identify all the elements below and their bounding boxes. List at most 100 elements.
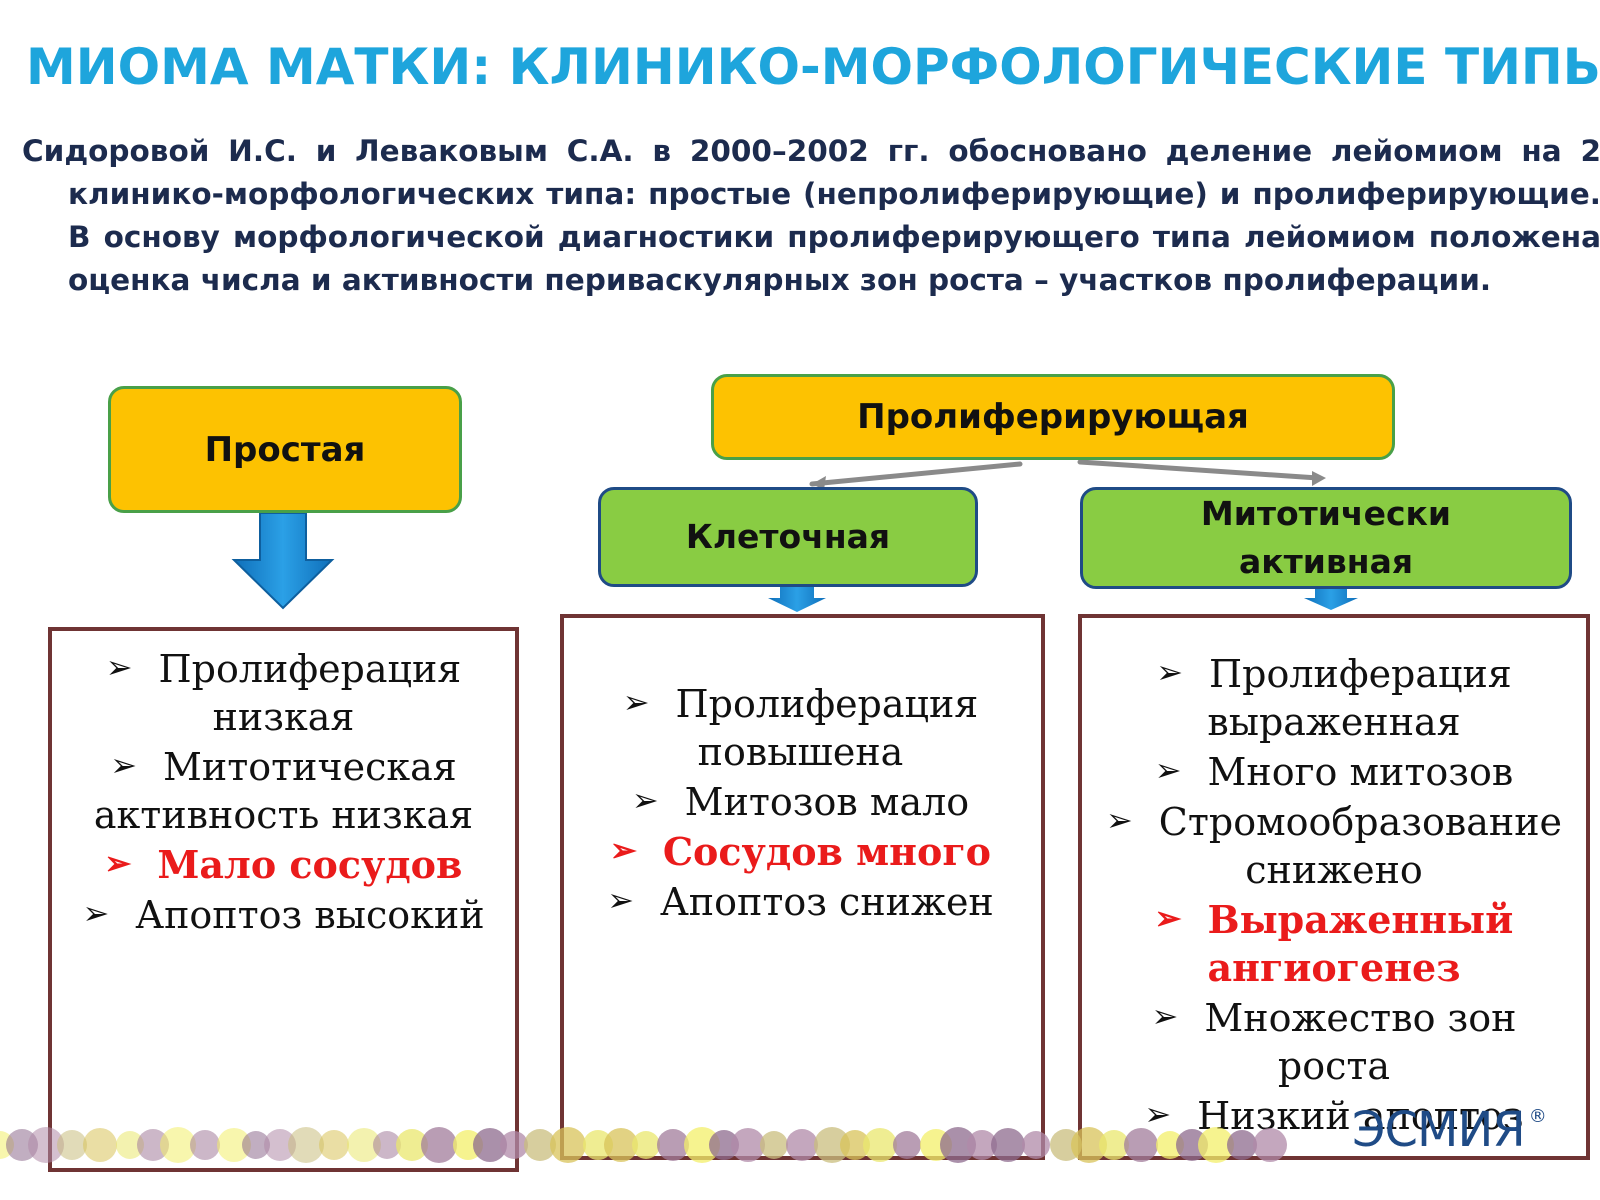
decorative-dot [814, 1127, 850, 1163]
decorative-dot [116, 1131, 144, 1159]
decorative-dot [1198, 1127, 1234, 1163]
bullet-arrow-icon: ➢ [1144, 1095, 1172, 1133]
decorative-dot [731, 1128, 765, 1162]
decorative-dot [709, 1130, 739, 1160]
list-item: ➢Сосудов много [602, 826, 999, 876]
list-box-simple: ➢Пролиферация низкая➢Митотическая активн… [48, 627, 519, 1172]
list-item-text: Апоптоз снижен [660, 880, 994, 924]
list-item-text: Пролиферация выраженная [1207, 652, 1512, 744]
decorative-dot [217, 1128, 251, 1162]
list-item-text: Митотическая активность низкая [93, 745, 474, 837]
list-item-text: Выраженный ангиогенез [1207, 897, 1514, 990]
list-box-mitotic: ➢Пролиферация выраженная➢Много митозов➢С… [1078, 614, 1590, 1160]
down-arrow-simple [231, 512, 335, 610]
bullet-arrow-icon: ➢ [1105, 801, 1133, 839]
list-item-text: Множество зон роста [1204, 996, 1517, 1088]
type-simple-box: Простая [108, 386, 462, 513]
bullet-arrow-icon: ➢ [631, 781, 659, 819]
bullet-arrow-icon: ➢ [1156, 653, 1184, 691]
list-item: ➢ Мало сосудов [74, 839, 493, 889]
list-item-text: Стромообразование снижено [1158, 800, 1563, 892]
intro-paragraph: Сидоровой И.С. и Леваковым С.А. в 2000–2… [22, 134, 1600, 297]
logo-registered-mark: ® [1528, 1106, 1547, 1127]
bullet-arrow-icon: ➢ [105, 648, 133, 686]
list-item: ➢ Апоптоз снижен [602, 876, 999, 926]
list-item-text: Пролиферация низкая [158, 647, 462, 739]
decorative-dot [473, 1128, 507, 1162]
decorative-dot [1071, 1127, 1107, 1163]
decorative-dot [657, 1129, 689, 1161]
list-item: ➢ Митозов мало [602, 776, 999, 826]
bullet-arrow-icon: ➢ [1154, 751, 1182, 789]
list-item: ➢Митотическая активность низкая [74, 741, 493, 839]
bullet-arrow-icon: ➢ [82, 894, 110, 932]
connector-arrowhead-mitotic [1312, 471, 1326, 486]
decorative-dot [28, 1127, 64, 1163]
list-item-text: Мало сосудов [157, 842, 463, 887]
decorative-dot [604, 1128, 638, 1162]
decorative-dot [583, 1130, 613, 1160]
decorative-dot [940, 1127, 976, 1163]
decorative-dot [863, 1128, 897, 1162]
decorative-dot [632, 1131, 660, 1159]
decorative-dot [57, 1130, 87, 1160]
decorative-dot [1099, 1130, 1129, 1160]
logo-text: ЭСМИЯ [1352, 1102, 1526, 1158]
list-item-text: Митозов мало [684, 780, 970, 824]
decorative-dot [893, 1131, 921, 1159]
decorative-dot [786, 1129, 818, 1161]
slide-title: МИОМА МАТКИ: КЛИНИКО-МОРФОЛОГИЧЕСКИЕ ТИП… [26, 38, 1600, 96]
list-box-cellular: ➢Пролиферация повышена➢Митозов мало➢Сосу… [560, 614, 1045, 1160]
list-item: ➢ Пролиферация низкая [74, 643, 493, 741]
decorative-dot [550, 1127, 586, 1163]
decorative-dot [137, 1129, 169, 1161]
decorative-dot [319, 1130, 349, 1160]
type-cellular-label: Клеточная [685, 517, 891, 556]
type-cellular-box: Клеточная [598, 487, 978, 587]
decorative-dot [347, 1128, 381, 1162]
list-item: ➢Много митозов [1090, 746, 1578, 796]
feature-list-mitotic: ➢Пролиферация выраженная➢Много митозов➢С… [1082, 618, 1586, 1140]
decorative-dots [0, 1127, 1287, 1163]
bullet-arrow-icon: ➢ [110, 746, 138, 784]
decorative-dot [967, 1130, 997, 1160]
type-mitotic-box: Митотически активная [1080, 487, 1572, 589]
decorative-dot [373, 1131, 401, 1159]
decorative-dot [991, 1128, 1025, 1162]
decorative-dot [242, 1131, 270, 1159]
decorative-dot [1227, 1130, 1257, 1160]
list-item-text: Сосудов много [662, 829, 991, 874]
list-item: ➢ Множество зон роста [1090, 992, 1578, 1090]
list-item-text: Апоптоз высокий [135, 893, 485, 937]
feature-list-simple: ➢Пролиферация низкая➢Митотическая активн… [52, 631, 515, 939]
type-mitotic-label: Митотически активная [1200, 494, 1452, 581]
down-arrow-cellular [768, 585, 826, 612]
connector-to-cellular [809, 461, 1023, 487]
feature-list-cellular: ➢Пролиферация повышена➢Митозов мало➢Сосу… [564, 618, 1041, 926]
decorative-dot [1156, 1131, 1184, 1159]
decorative-dot [684, 1127, 720, 1163]
decorative-dot [840, 1130, 870, 1160]
decorative-dot [1253, 1128, 1287, 1162]
bullet-arrow-icon: ➢ [622, 683, 650, 721]
bullet-arrow-icon: ➢ [1151, 997, 1179, 1035]
decorative-dot [190, 1130, 220, 1160]
decorative-dot [421, 1127, 457, 1163]
decorative-dot [264, 1129, 296, 1161]
decorative-dot [760, 1131, 788, 1159]
bullet-arrow-icon: ➢ [104, 844, 132, 882]
list-item: ➢ Стромообразование снижено [1090, 796, 1578, 894]
list-item-text: Пролиферация повышена [675, 682, 979, 774]
decorative-dot [83, 1128, 117, 1162]
bullet-arrow-icon: ➢ [607, 881, 635, 919]
decorative-dot [1022, 1131, 1050, 1159]
connector-to-mitotic [1077, 459, 1321, 481]
list-item: ➢ Пролиферация повышена [602, 678, 999, 776]
decorative-dot [500, 1131, 528, 1159]
type-proliferating-label: Пролиферирующая [857, 397, 1249, 437]
brand-logo: ЭСМИЯ® [1352, 1102, 1547, 1158]
decorative-dot [396, 1129, 428, 1161]
list-item: ➢ Пролиферация выраженная [1090, 648, 1578, 746]
decorative-dot [160, 1127, 196, 1163]
type-proliferating-box: Пролиферирующая [711, 374, 1395, 460]
